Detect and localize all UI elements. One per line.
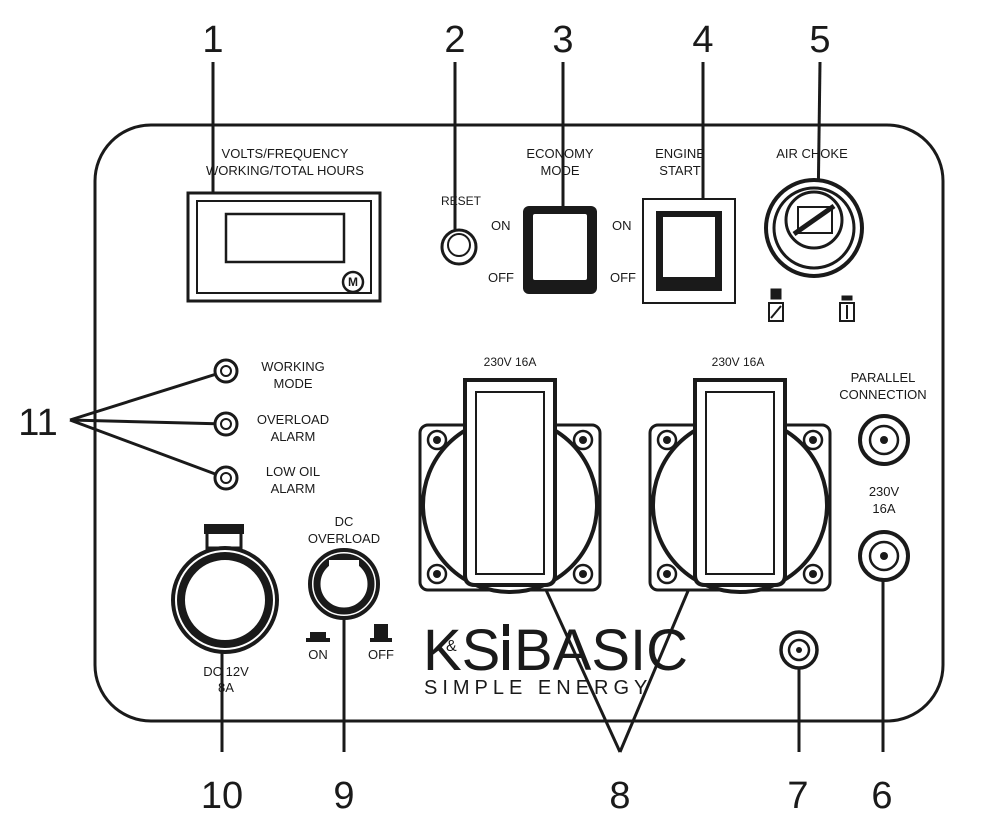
callout-1: 1 bbox=[202, 19, 223, 61]
parallel-rating-line1: 230V bbox=[869, 484, 900, 499]
economy-label-line1: ECONOMY bbox=[526, 146, 594, 161]
socket-2-label: 230V 16A bbox=[712, 355, 765, 369]
engine-off-label: OFF bbox=[610, 270, 636, 285]
callout-10: 10 bbox=[201, 775, 243, 817]
callout-11: 11 bbox=[18, 402, 57, 444]
ground-terminal[interactable] bbox=[779, 630, 819, 670]
breaker-on-label: ON bbox=[308, 647, 328, 662]
callout-3: 3 bbox=[552, 19, 573, 61]
choke-open-icon bbox=[839, 295, 855, 322]
display-mode-button[interactable]: M bbox=[341, 270, 365, 294]
callout-5: 5 bbox=[809, 19, 830, 61]
engine-on-label: ON bbox=[612, 218, 632, 233]
display-label-line2: WORKING/TOTAL HOURS bbox=[206, 163, 364, 178]
brand-name: BASIC bbox=[514, 618, 688, 683]
dc-overload-label-line1: DC bbox=[335, 514, 354, 529]
callout-6: 6 bbox=[871, 775, 892, 817]
brand-tagline: SIMPLE ENERGY bbox=[424, 677, 652, 699]
engine-label-line2: START bbox=[659, 163, 700, 178]
reset-button[interactable] bbox=[440, 228, 478, 266]
indicator-label-1-line2: MODE bbox=[274, 376, 313, 391]
dc-12v-outlet[interactable] bbox=[171, 524, 279, 654]
air-choke-knob[interactable] bbox=[764, 178, 864, 278]
economy-label-line2: MODE bbox=[541, 163, 580, 178]
callout-9: 9 bbox=[333, 775, 354, 817]
parallel-rating-line2: 16A bbox=[872, 501, 895, 516]
breaker-off-label: OFF bbox=[368, 647, 394, 662]
socket-1-label: 230V 16A bbox=[484, 355, 537, 369]
brand-ampersand: & bbox=[446, 638, 457, 655]
indicator-label-2-line2: ALARM bbox=[271, 429, 316, 444]
economy-mode-switch[interactable] bbox=[523, 206, 597, 294]
indicator-label-3-line2: ALARM bbox=[271, 481, 316, 496]
dc-out-label-line2: 8A bbox=[218, 680, 234, 695]
parallel-label-line2: CONNECTION bbox=[839, 387, 926, 402]
breaker-on-icon bbox=[306, 632, 330, 642]
engine-label-line1: ENGINE bbox=[655, 146, 705, 161]
display-label-line1: VOLTS/FREQUENCY bbox=[222, 146, 349, 161]
reset-label: RESET bbox=[441, 194, 482, 208]
ac-socket-1[interactable] bbox=[418, 378, 602, 594]
parallel-label-line1: PARALLEL bbox=[851, 370, 916, 385]
indicator-label-3-line1: LOW OIL bbox=[266, 464, 320, 479]
callout-2: 2 bbox=[444, 19, 465, 61]
callout-8: 8 bbox=[609, 775, 630, 817]
brand-ks: KS bbox=[423, 618, 500, 683]
dc-overload-breaker[interactable] bbox=[308, 548, 380, 620]
indicator-label-1-line1: WORKING bbox=[261, 359, 325, 374]
mode-button-glyph: M bbox=[348, 275, 358, 289]
economy-on-label: ON bbox=[491, 218, 511, 233]
indicator-low-oil-alarm bbox=[213, 465, 239, 491]
dc-out-label-line1: DC 12V bbox=[203, 664, 249, 679]
breaker-off-icon bbox=[370, 624, 392, 642]
callout-4: 4 bbox=[692, 19, 713, 61]
indicator-working-mode bbox=[213, 358, 239, 384]
brand-logo: KS & BASIC SIMPLE ENERGY bbox=[423, 618, 688, 699]
choke-label: AIR CHOKE bbox=[776, 146, 848, 161]
economy-off-label: OFF bbox=[488, 270, 514, 285]
indicator-overload-alarm bbox=[213, 411, 239, 437]
engine-start-switch[interactable] bbox=[642, 198, 736, 304]
parallel-connection-terminal-1[interactable] bbox=[858, 414, 910, 466]
callout-7: 7 bbox=[787, 775, 808, 817]
parallel-connection-terminal-2[interactable] bbox=[858, 530, 910, 582]
ac-socket-2[interactable] bbox=[648, 378, 832, 594]
dc-overload-label-line2: OVERLOAD bbox=[308, 531, 380, 546]
choke-closed-icon bbox=[768, 288, 784, 322]
indicator-label-2-line1: OVERLOAD bbox=[257, 412, 329, 427]
panel-outline bbox=[93, 123, 945, 723]
